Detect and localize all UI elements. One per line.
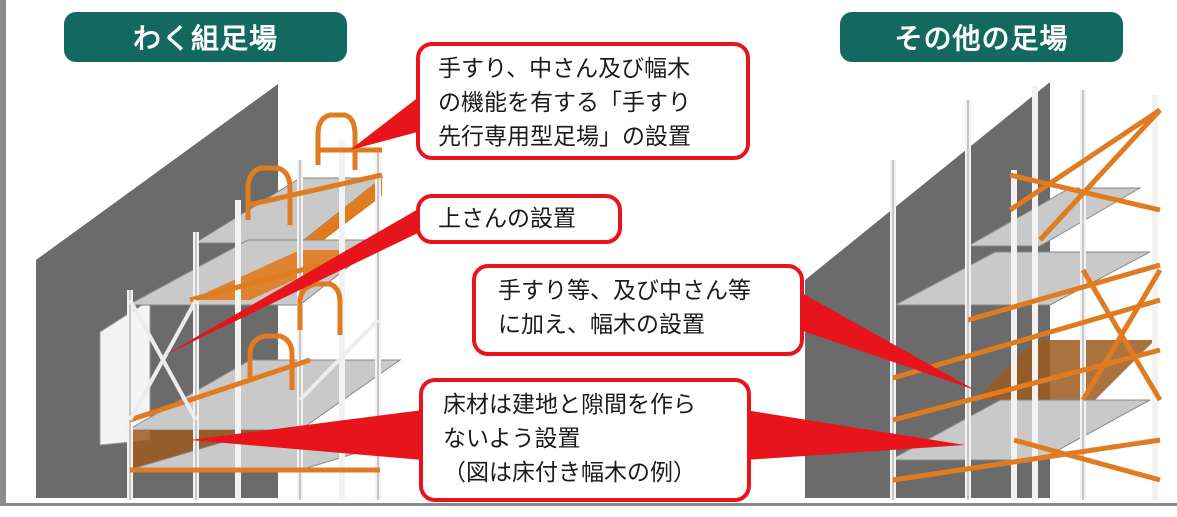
callout-floor-gap: 床材は建地と隙間を作ら ないよう設置 （図は床付き幅木の例） — [419, 378, 751, 502]
pointer-handrail-dedicated — [350, 96, 425, 150]
left-border-rule — [0, 0, 6, 505]
right-deck-2 — [894, 251, 1151, 306]
title-other-scaffold: その他の足場 — [840, 12, 1123, 62]
left-handrail-frames — [129, 112, 383, 473]
callout-handrail-dedicated: 手すり、中さん及び幅木 の機能を有する「手すり 先行専用型足場」の設置 — [416, 42, 750, 160]
callout-pointers — [165, 96, 975, 460]
pointer-floor-left — [190, 410, 423, 460]
left-braces — [128, 299, 380, 421]
right-rails — [892, 107, 1163, 483]
pointer-toeboard-addition — [800, 292, 975, 390]
pointer-upper-rail — [165, 208, 420, 355]
title-frame-scaffold: わく組足場 — [64, 12, 347, 62]
callout-upper-rail: 上さんの設置 — [416, 194, 622, 244]
pointer-floor-right — [745, 410, 965, 460]
callout-toeboard-addition: 手すり等、及び中さん等 に加え、幅木の設置 — [472, 264, 804, 356]
left-scaffold-drawing — [36, 84, 402, 500]
bottom-border-rule — [0, 503, 1177, 506]
